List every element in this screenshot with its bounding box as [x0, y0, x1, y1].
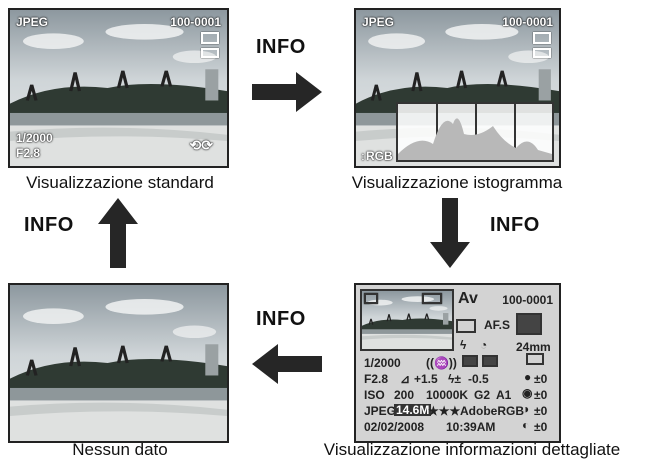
protect-key-icon: [201, 32, 219, 44]
file-format: JPEG: [364, 404, 397, 418]
file-number: 100-0001: [502, 293, 553, 307]
no-info-caption: Nessun dato: [72, 440, 168, 459]
arrow-right: [252, 72, 322, 112]
detailed-view-caption: Visualizzazione informazioni dettagliate: [323, 440, 621, 459]
picture-mode-icon: [364, 293, 378, 304]
histogram-view-panel: JPEG 100-0001 ↕RGB: [354, 8, 561, 168]
exposure-compensation: +1.5: [414, 372, 438, 386]
no-info-view-panel: [8, 283, 229, 443]
info-label-left: INFO: [24, 214, 74, 236]
ev-icon: ⊿: [400, 372, 411, 386]
contrast-value: ±0: [534, 420, 548, 434]
rotate-icon: ⟲⟳: [189, 137, 213, 153]
af-mode: AF.S: [484, 318, 511, 332]
print-icon: [533, 48, 551, 58]
saturation-icon: ◉: [522, 386, 533, 400]
sharpness-icon: ●: [524, 370, 532, 384]
contrast-icon: ◐: [522, 418, 530, 432]
flash-compensation: -0.5: [468, 372, 489, 386]
color-temperature: 10000K: [426, 388, 469, 402]
shooting-time: 10:39AM: [446, 420, 496, 434]
recorded-pixels: 14.6M: [394, 403, 432, 417]
iso-label: ISO: [364, 388, 385, 402]
info-label-top: INFO: [256, 36, 306, 58]
flash-icon: ϟ: [460, 338, 467, 352]
format-label: JPEG: [16, 15, 49, 29]
histogram-view-caption: Visualizzazione istogramma: [351, 173, 563, 192]
exposure-mode: Av: [458, 290, 478, 307]
info-label-right: INFO: [490, 214, 540, 236]
hue-value: ±0: [534, 404, 548, 418]
color-space-icon: [526, 353, 544, 365]
aperture-value: F2.8: [364, 372, 389, 386]
rgb-channel-toggle: ↕RGB: [360, 149, 393, 163]
info-label-bottom: INFO: [256, 308, 306, 330]
shooting-date: 02/02/2008: [364, 420, 425, 434]
histogram-graph: [396, 102, 554, 162]
iso-value: 200: [394, 388, 415, 402]
focal-length: 24mm: [516, 340, 551, 354]
white-balance-icon: [482, 355, 498, 367]
color-space: AdobeRGB: [460, 404, 524, 418]
shake-reduction-icon: ((♒)): [426, 356, 457, 370]
wb-fine-tune-a: A1: [496, 388, 512, 402]
wb-fine-tune-g: G2: [474, 388, 491, 402]
thumbnail-photo: [360, 289, 454, 351]
sharpness-value: ±0: [534, 372, 548, 386]
protect-key-icon: [533, 32, 551, 44]
shutter-speed: 1/2000: [16, 131, 53, 145]
standard-view-panel: JPEG 100-0001 1/2000 F2.8 ⟲⟳: [8, 8, 229, 168]
standard-view-caption: Visualizzazione standard: [26, 173, 214, 192]
beach-photo: [10, 285, 227, 441]
flash-compensation-icon: ϟ±: [448, 372, 461, 386]
file-number: 100-0001: [170, 15, 221, 29]
hue-icon: ◑: [522, 402, 530, 416]
af-point-grid-icon: [516, 313, 542, 335]
metering-icon: [456, 319, 476, 333]
saturation-value: ±0: [534, 388, 548, 402]
arrow-up: [98, 198, 138, 268]
aperture-value: F2.8: [16, 146, 41, 160]
detailed-view-panel: Av 100-0001 AF.S ϟ ◔ 24mm 1/2000 ((♒)) F…: [354, 283, 561, 443]
shutter-speed: 1/2000: [364, 356, 401, 370]
arrow-left: [252, 344, 322, 384]
print-icon: [201, 48, 219, 58]
arrow-down: [430, 198, 470, 268]
quality-stars: ★★★: [428, 404, 461, 418]
drive-timer-icon: ◔: [480, 338, 488, 352]
format-label: JPEG: [362, 15, 395, 29]
protect-key-icon: [422, 293, 442, 304]
file-number: 100-0001: [502, 15, 553, 29]
custom-image-icon: [462, 355, 478, 367]
